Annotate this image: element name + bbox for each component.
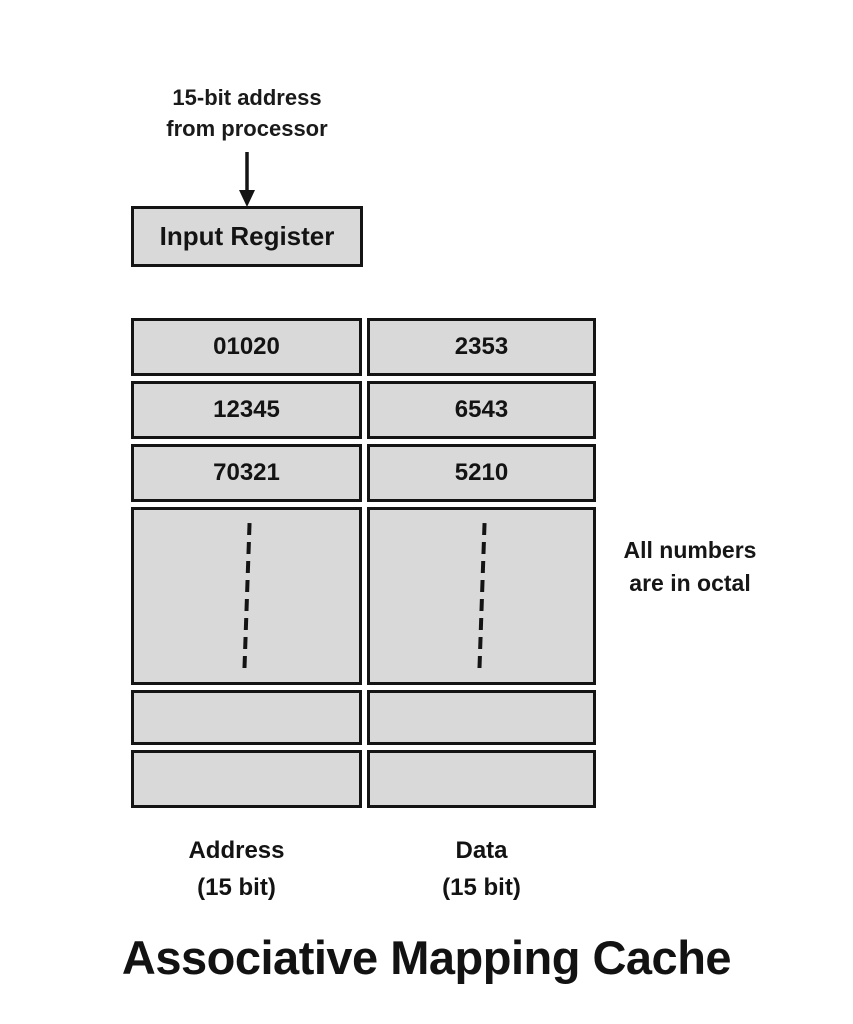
data-cell-ellipsis	[367, 507, 596, 685]
data-value-1: 6543	[454, 396, 509, 423]
data-caption-line1: Data	[455, 837, 508, 864]
octal-note: All numbers are in octal	[598, 534, 782, 600]
octal-note-line2: are in octal	[629, 570, 751, 596]
data-cell-row2: 5210	[367, 444, 596, 502]
address-caption-line1: Address	[188, 837, 285, 864]
down-arrow-svg	[239, 152, 255, 207]
ellipsis-dashes-icon	[241, 522, 252, 670]
data-cell-empty-1	[367, 690, 596, 745]
ellipsis-dashes-icon	[476, 522, 487, 670]
processor-address-label: 15-bit address from processor	[118, 82, 376, 144]
address-cell-row2: 70321	[131, 444, 362, 502]
address-cell-row1: 12345	[131, 381, 362, 439]
processor-address-label-line2: from processor	[166, 116, 328, 141]
address-column-caption: Address (15 bit)	[121, 832, 352, 906]
address-cell-empty-2	[131, 750, 362, 808]
data-column: 2353 6543 5210	[367, 318, 596, 808]
address-cell-ellipsis	[131, 507, 362, 685]
address-cell-empty-1	[131, 690, 362, 745]
data-column-caption: Data (15 bit)	[367, 832, 596, 906]
address-value-2: 70321	[213, 459, 280, 486]
octal-note-line1: All numbers	[623, 537, 757, 563]
address-value-0: 01020	[213, 333, 280, 360]
input-register-label: Input Register	[159, 221, 335, 251]
address-value-1: 12345	[213, 396, 280, 423]
address-caption-line2: (15 bit)	[197, 874, 276, 901]
data-value-2: 5210	[454, 459, 509, 486]
address-cell-row0: 01020	[131, 318, 362, 376]
data-cell-row1: 6543	[367, 381, 596, 439]
data-cell-empty-2	[367, 750, 596, 808]
processor-address-label-line1: 15-bit address	[172, 85, 322, 110]
data-cell-row0: 2353	[367, 318, 596, 376]
data-caption-line2: (15 bit)	[442, 874, 521, 901]
data-value-0: 2353	[454, 333, 509, 360]
address-column: 01020 12345 70321	[131, 318, 362, 808]
input-register-box: Input Register	[131, 206, 363, 267]
down-arrow-icon	[229, 150, 265, 208]
page-title: Associative Mapping Cache	[121, 931, 732, 984]
